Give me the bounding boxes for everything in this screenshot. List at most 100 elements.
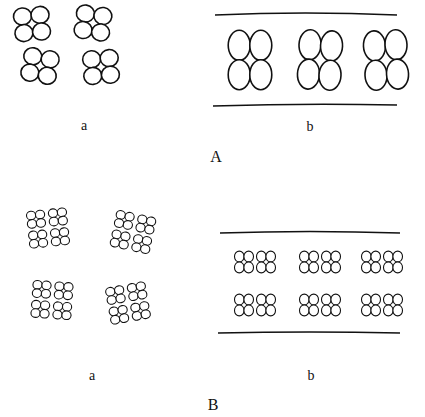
panel-label: b bbox=[307, 120, 314, 134]
coccus-cell bbox=[256, 262, 266, 273]
coccus-cell bbox=[108, 306, 119, 316]
coccus-cell bbox=[234, 262, 244, 273]
coccus-cell bbox=[105, 287, 116, 297]
coccus-cell bbox=[361, 262, 371, 273]
coccus-cell bbox=[234, 251, 244, 262]
tetrad bbox=[32, 280, 51, 298]
coccus-cell bbox=[132, 311, 143, 321]
coccus-cell bbox=[309, 251, 319, 262]
tetrad bbox=[26, 210, 46, 229]
panel-label: A bbox=[210, 149, 222, 165]
sarcina-packet bbox=[105, 281, 151, 324]
coccus-cell bbox=[75, 4, 95, 23]
tetrad bbox=[361, 251, 380, 273]
coccus-cell bbox=[331, 294, 341, 305]
tetrad bbox=[114, 210, 135, 230]
coccus-cell bbox=[250, 60, 272, 90]
coccus-cell bbox=[309, 294, 319, 305]
coccus-cell bbox=[22, 46, 43, 66]
coccus-cell bbox=[109, 238, 120, 248]
tetrad bbox=[256, 251, 275, 273]
coccus-cell bbox=[124, 212, 135, 222]
coccus-cell bbox=[63, 291, 73, 300]
coccus-cell bbox=[41, 289, 51, 298]
sarcina-packet bbox=[26, 207, 70, 248]
coccus-cell bbox=[309, 262, 319, 273]
coccus-cell bbox=[393, 305, 403, 316]
coccus-cell bbox=[111, 229, 122, 239]
panel-label: a bbox=[89, 369, 95, 383]
tetrad bbox=[31, 300, 50, 318]
tetrad bbox=[131, 234, 152, 254]
coccus-cell bbox=[256, 294, 266, 305]
coccus-cell bbox=[361, 305, 371, 316]
coccus-cell bbox=[20, 63, 41, 83]
coccus-cell bbox=[35, 210, 45, 220]
tetrad bbox=[130, 301, 151, 321]
tetrad bbox=[234, 251, 253, 273]
coccus-cell bbox=[128, 291, 139, 301]
coccus-cell bbox=[32, 22, 51, 41]
coccus-cell bbox=[144, 224, 155, 234]
coccus-cell bbox=[371, 294, 381, 305]
tetrad bbox=[321, 294, 340, 316]
coccus-cell bbox=[64, 282, 74, 291]
tetrad bbox=[228, 30, 272, 89]
coccus-cell bbox=[318, 60, 342, 91]
coccus-cell bbox=[58, 216, 68, 226]
coccus-cell bbox=[331, 262, 341, 273]
coccus-cell bbox=[331, 251, 341, 262]
coccus-cell bbox=[244, 262, 254, 273]
coccus-cell bbox=[320, 30, 344, 61]
coccus-cell bbox=[386, 59, 410, 90]
coccus-cell bbox=[133, 234, 144, 244]
tetrad bbox=[363, 29, 410, 91]
coccus-cell bbox=[299, 305, 309, 316]
sarcina-packet bbox=[31, 280, 74, 320]
coccus-cell bbox=[101, 66, 120, 84]
coccus-cell bbox=[228, 30, 250, 60]
coccus-cell bbox=[244, 251, 254, 262]
tetrad bbox=[383, 294, 402, 316]
coccus-cell bbox=[393, 294, 403, 305]
coccus-cell bbox=[40, 309, 50, 318]
panel-label: B bbox=[208, 397, 219, 413]
coccus-cell bbox=[309, 305, 319, 316]
coccus-cell bbox=[321, 294, 331, 305]
coccus-cell bbox=[244, 305, 254, 316]
coccus-cell bbox=[62, 302, 72, 311]
coccus-cell bbox=[40, 301, 50, 310]
coccus-cell bbox=[136, 281, 147, 291]
coccus-cell bbox=[31, 300, 41, 309]
coccus-cell bbox=[36, 218, 46, 228]
coccus-cell bbox=[371, 262, 381, 273]
coccus-cell bbox=[383, 262, 393, 273]
coccus-cell bbox=[361, 251, 371, 262]
coccus-cell bbox=[118, 239, 129, 249]
coccus-cell bbox=[37, 66, 58, 86]
tetrad bbox=[383, 251, 402, 273]
coccus-cell bbox=[119, 313, 130, 323]
tetrad bbox=[297, 29, 344, 91]
coccus-cell bbox=[250, 30, 272, 60]
coccus-cell bbox=[137, 290, 148, 300]
coccus-cell bbox=[321, 305, 331, 316]
coccus-cell bbox=[110, 315, 121, 325]
tetrad bbox=[105, 285, 126, 305]
coccus-cell bbox=[127, 283, 138, 293]
coccus-cell bbox=[364, 60, 388, 91]
chain-wall bbox=[213, 104, 397, 106]
coccus-cell bbox=[371, 305, 381, 316]
coccus-cell bbox=[27, 219, 37, 229]
tetrad bbox=[73, 4, 113, 42]
tetrad bbox=[53, 302, 72, 320]
coccus-cell bbox=[38, 238, 48, 248]
coccus-cell bbox=[321, 262, 331, 273]
coccus-cell bbox=[298, 29, 322, 60]
coccus-cell bbox=[59, 227, 69, 237]
coccus-cell bbox=[93, 6, 113, 25]
tetrad bbox=[109, 229, 130, 249]
tetrad bbox=[256, 294, 275, 316]
coccus-cell bbox=[53, 310, 63, 319]
